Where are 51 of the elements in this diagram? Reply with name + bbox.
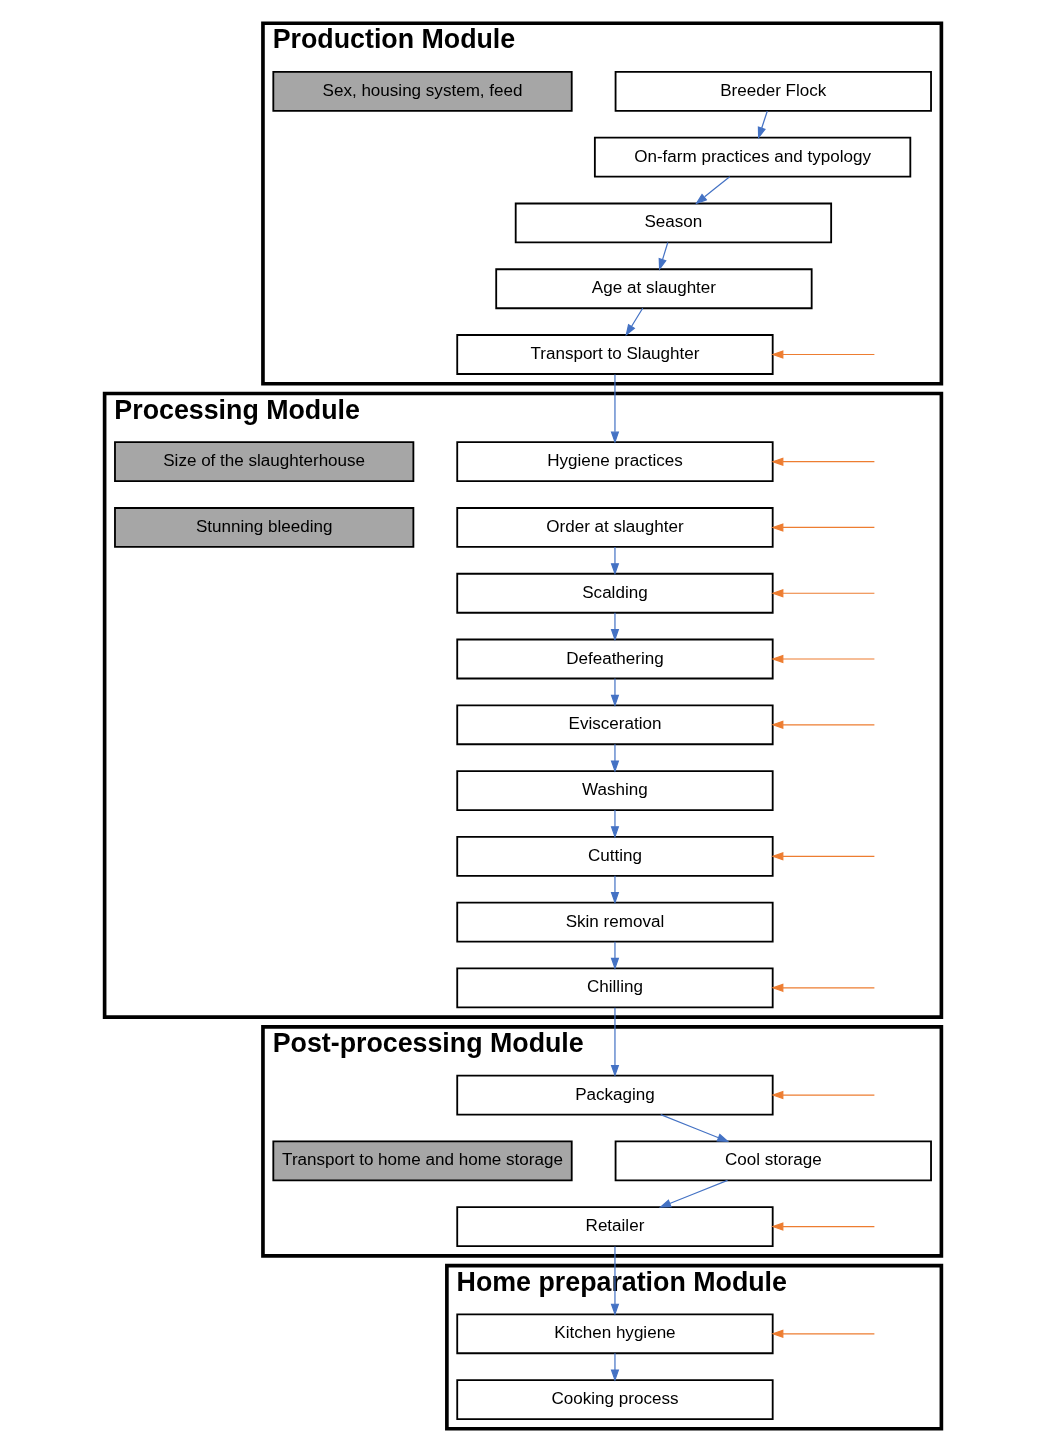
- arrow: [610, 373, 619, 444]
- arrow: [770, 720, 875, 730]
- arrow: [757, 110, 768, 140]
- node-box: Hygiene practices: [455, 441, 774, 483]
- arrow: [694, 176, 730, 205]
- arrow: [610, 546, 619, 576]
- node-box: Transport to Slaughter: [455, 334, 774, 375]
- arrow: [610, 1352, 619, 1382]
- node-box: Sex, housing system, feed: [271, 71, 573, 112]
- node-box: On-farm practices and typology: [593, 136, 911, 178]
- arrow: [658, 1179, 728, 1208]
- node-box: Cool storage: [614, 1140, 932, 1182]
- arrow: [770, 983, 875, 993]
- arrow: [610, 677, 619, 707]
- node-box: Washing: [455, 770, 774, 811]
- arrow: [770, 350, 875, 359]
- arrow: [610, 875, 619, 905]
- arrow: [770, 1329, 875, 1339]
- node-box: Season: [514, 202, 832, 244]
- arrow: [770, 588, 875, 598]
- node-box: Packaging: [455, 1074, 774, 1116]
- arrow: [770, 654, 875, 664]
- arrow: [770, 523, 875, 532]
- node-box: Transport to home and home storage: [271, 1140, 573, 1182]
- node-box: Defeathering: [455, 638, 774, 680]
- arrow: [610, 809, 619, 839]
- arrow: [610, 612, 619, 642]
- node-box: Cooking process: [455, 1379, 774, 1420]
- node-box: Kitchen hygiene: [455, 1313, 774, 1355]
- node-box: Age at slaughter: [494, 268, 813, 310]
- node-box: Chilling: [455, 967, 774, 1009]
- arrow: [658, 241, 668, 271]
- node-box: Cutting: [455, 835, 774, 877]
- arrow: [770, 1222, 875, 1231]
- arrow: [770, 852, 875, 861]
- node-box: Stunning bleeding: [113, 507, 414, 548]
- node-box: Size of the slaughterhouse: [113, 441, 414, 483]
- node-box: Scalding: [455, 572, 774, 614]
- node-box: Evisceration: [455, 704, 774, 746]
- node-box: Order at slaughter: [455, 507, 774, 548]
- arrow: [610, 743, 619, 773]
- node-box: Retailer: [455, 1206, 774, 1247]
- arrow: [610, 1245, 619, 1316]
- arrow: [624, 307, 643, 337]
- node-box: Skin removal: [455, 901, 774, 943]
- arrow: [610, 1007, 619, 1078]
- arrow: [770, 1090, 875, 1100]
- node-box: Breeder Flock: [614, 71, 932, 112]
- arrow: [770, 457, 875, 466]
- arrow: [610, 941, 619, 970]
- arrow: [659, 1114, 729, 1142]
